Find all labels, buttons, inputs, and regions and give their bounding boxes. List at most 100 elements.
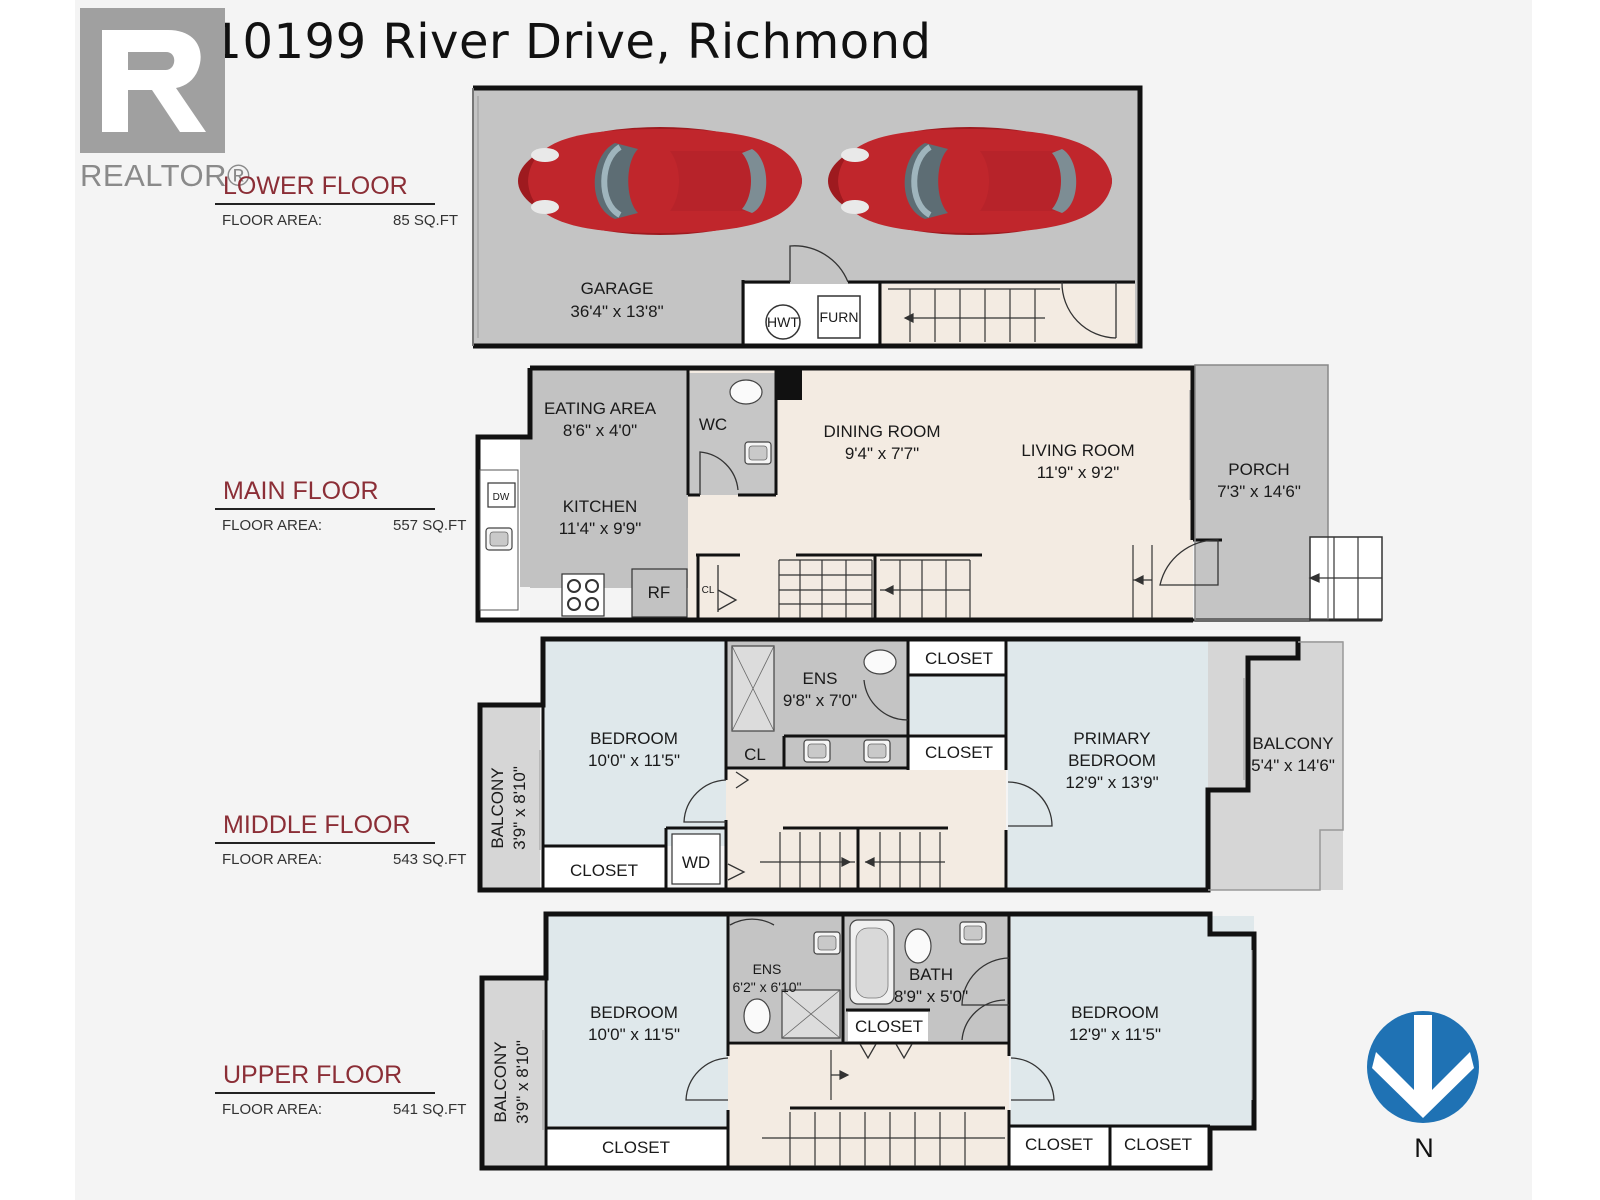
eating-area-dims: 8'6" x 4'0" bbox=[563, 421, 637, 440]
ens-sink-icon bbox=[813, 931, 841, 955]
furnace-icon bbox=[817, 295, 861, 339]
rf-label: RF bbox=[648, 583, 671, 602]
mid-closet-1-label: CLOSET bbox=[925, 649, 993, 668]
dw-label: DW bbox=[493, 492, 510, 503]
car-icon bbox=[518, 127, 802, 235]
stove-icon bbox=[561, 573, 605, 617]
floor-area-label: FLOOR AREA: bbox=[222, 212, 323, 229]
north-arrow-icon bbox=[1372, 1015, 1474, 1118]
bath-label: BATH bbox=[909, 965, 953, 984]
mid-cl-label: CL bbox=[744, 745, 766, 764]
hwt-label: HWT bbox=[767, 314, 799, 330]
mid-balcony-e-label: BALCONY bbox=[1252, 734, 1333, 753]
porch-dims: 7'3" x 14'6" bbox=[1217, 482, 1301, 501]
mid-closet-2-label: CLOSET bbox=[925, 743, 993, 762]
mid-bedroom-label: BEDROOM bbox=[590, 729, 678, 748]
up-closet-mid-label: CLOSET bbox=[855, 1017, 923, 1036]
upper-floor-label: UPPER FLOOR FLOOR AREA: 541 SQ.FT bbox=[215, 1061, 466, 1119]
living-room-label: LIVING ROOM bbox=[1021, 441, 1134, 460]
mid-ens-dims: 9'8" x 7'0" bbox=[783, 691, 857, 710]
vanity-sink-icon bbox=[863, 739, 891, 763]
up-ens-dims: 6'2" x 6'10" bbox=[733, 979, 802, 995]
primary-bedroom-label-2: BEDROOM bbox=[1068, 751, 1156, 770]
garage-dims: 36'4" x 13'8" bbox=[570, 302, 663, 321]
realtor-wordmark: REALTOR® bbox=[80, 158, 251, 193]
primary-bedroom-dims: 12'9" x 13'9" bbox=[1065, 773, 1158, 792]
mid-balcony-e-dims: 5'4" x 14'6" bbox=[1251, 756, 1335, 775]
wc-label: WC bbox=[699, 415, 727, 434]
lower-floor-label: LOWER FLOOR FLOOR AREA:85 SQ.FT bbox=[215, 172, 458, 230]
kitchen-floor bbox=[530, 370, 688, 588]
wc-sink-icon bbox=[744, 441, 772, 465]
bath-dims: 8'9" x 5'0" bbox=[894, 987, 968, 1006]
water-heater-icon bbox=[765, 304, 801, 340]
refrigerator-icon bbox=[631, 568, 688, 618]
up-bedroom-w-dims: 10'0" x 11'5" bbox=[588, 1025, 680, 1044]
up-balcony-dims: 3'9" x 8'10" bbox=[513, 1040, 532, 1124]
north-compass: N bbox=[1367, 1011, 1479, 1163]
porch-floor bbox=[1195, 365, 1328, 622]
up-closet-w-label: CLOSET bbox=[602, 1138, 670, 1157]
mid-balcony-w-dims: 3'9" x 8'10" bbox=[510, 766, 529, 850]
dining-room-label: DINING ROOM bbox=[823, 422, 940, 441]
mid-ens-label: ENS bbox=[803, 669, 838, 688]
upper-floor-plan: BEDROOM 10'0" x 11'5" BALCONY 3'9" x 8'1… bbox=[479, 911, 1257, 1171]
mid-bedroom-floor bbox=[544, 641, 726, 846]
floor-area-value: 543 SQ.FT bbox=[393, 851, 467, 868]
car-icon bbox=[828, 127, 1112, 235]
main-cl-label: CL bbox=[702, 585, 715, 596]
middle-floor-label: MIDDLE FLOOR FLOOR AREA: 543 SQ.FT bbox=[215, 811, 466, 869]
up-closet-e1-label: CLOSET bbox=[1025, 1135, 1093, 1154]
up-bedroom-e-dims: 12'9" x 11'5" bbox=[1069, 1025, 1161, 1044]
up-balcony-label: BALCONY bbox=[491, 1041, 510, 1122]
dishwasher-icon bbox=[487, 482, 516, 508]
floor-area-label: FLOOR AREA: bbox=[222, 851, 323, 868]
up-bedroom-e-label: BEDROOM bbox=[1071, 1003, 1159, 1022]
up-bedroom-e-floor bbox=[1011, 916, 1254, 1128]
dining-room-dims: 9'4" x 7'7" bbox=[845, 444, 919, 463]
washer-dryer-icon bbox=[671, 833, 721, 885]
eating-area-label: EATING AREA bbox=[544, 399, 657, 418]
up-balcony-floor bbox=[482, 978, 544, 1168]
toilet-icon bbox=[904, 928, 932, 964]
main-floor-plan: DW EATING AREA 8'6" x 4'0" KITCHEN 11'4"… bbox=[475, 364, 1383, 623]
living-room-dims: 11'9" x 9'2" bbox=[1037, 463, 1120, 482]
compass-north-label: N bbox=[1414, 1133, 1434, 1163]
floor-area-value: 557 SQ.FT bbox=[393, 517, 467, 534]
main-floor-label: MAIN FLOOR FLOOR AREA: 557 SQ.FT bbox=[215, 477, 466, 535]
floor-name: UPPER FLOOR bbox=[215, 1061, 435, 1094]
floor-area-label: FLOOR AREA: bbox=[222, 1101, 323, 1118]
toilet-icon bbox=[729, 379, 763, 405]
toilet-icon bbox=[863, 649, 897, 675]
up-bedroom-w-label: BEDROOM bbox=[590, 1003, 678, 1022]
primary-bedroom-label-1: PRIMARY bbox=[1073, 729, 1150, 748]
garage-label: GARAGE bbox=[581, 279, 654, 298]
up-bedroom-w-floor bbox=[546, 916, 728, 1126]
mid-balcony-w-label: BALCONY bbox=[488, 767, 507, 848]
mid-bedroom-dims: 10'0" x 11'5" bbox=[588, 751, 680, 770]
realtor-logo: REALTOR® bbox=[80, 8, 250, 193]
bath-sink-icon bbox=[959, 921, 987, 945]
vanity-sink-icon bbox=[803, 739, 831, 763]
up-closet-e2-label: CLOSET bbox=[1124, 1135, 1192, 1154]
wd-label: WD bbox=[682, 853, 710, 872]
floor-name: MIDDLE FLOOR bbox=[215, 811, 435, 844]
up-ens-label: ENS bbox=[753, 961, 782, 977]
floor-area-label: FLOOR AREA: bbox=[222, 517, 323, 534]
lower-floor-plan: GARAGE 36'4" x 13'8" HWT FURN bbox=[472, 85, 1143, 349]
kitchen-sink-icon bbox=[485, 527, 513, 551]
kitchen-dims: 11'4" x 9'9" bbox=[559, 519, 642, 538]
mid-balcony-w-floor bbox=[480, 705, 540, 890]
primary-bedroom-floor bbox=[1008, 641, 1208, 890]
floor-name: LOWER FLOOR bbox=[215, 172, 435, 205]
toilet-icon bbox=[743, 998, 771, 1034]
listing-address-title: 77 - 10199 River Drive, Richmond bbox=[100, 14, 932, 70]
porch-label: PORCH bbox=[1228, 460, 1289, 479]
mid-closet-3-label: CLOSET bbox=[570, 861, 638, 880]
kitchen-label: KITCHEN bbox=[563, 497, 638, 516]
floor-name: MAIN FLOOR bbox=[215, 477, 435, 510]
floor-area-value: 541 SQ.FT bbox=[393, 1101, 467, 1118]
realtor-r-icon bbox=[80, 8, 225, 153]
middle-floor-plan: BEDROOM 10'0" x 11'5" BALCONY 3'9" x 8'1… bbox=[477, 636, 1344, 893]
